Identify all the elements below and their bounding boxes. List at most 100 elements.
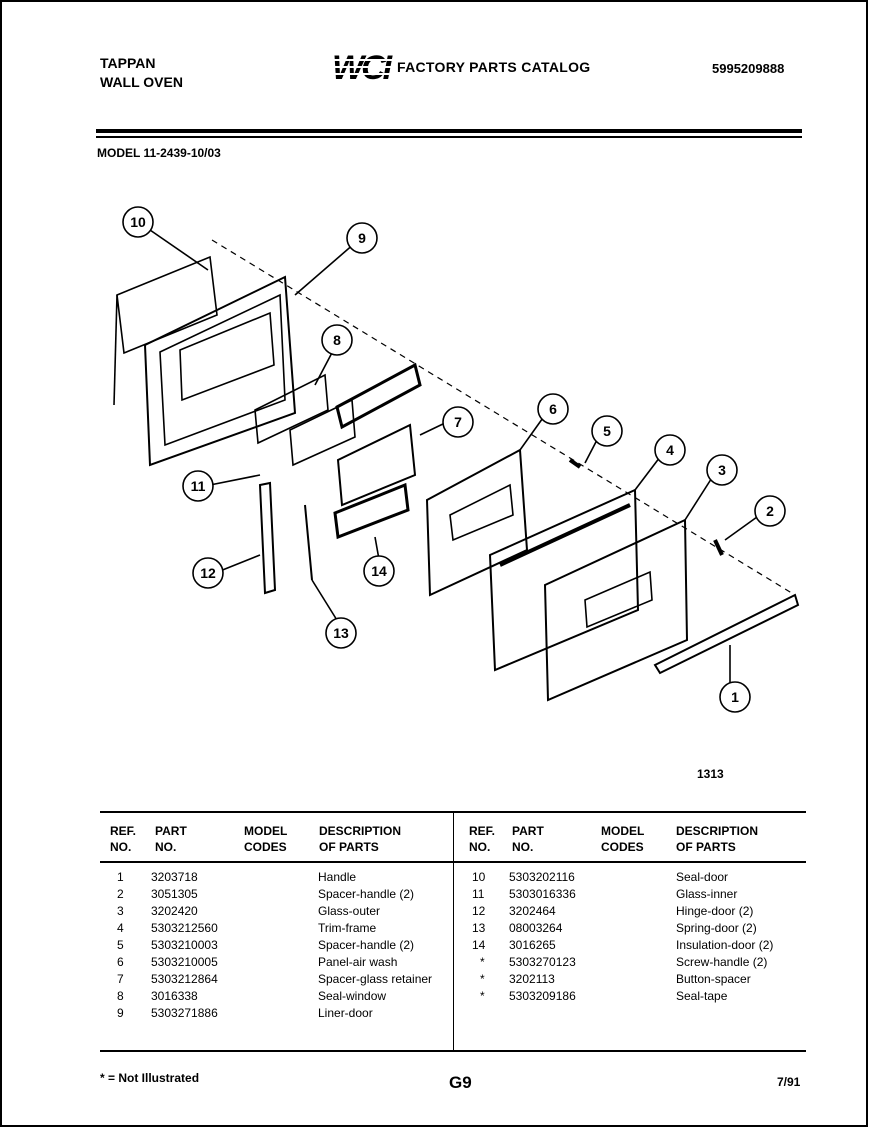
table-row-desc: Glass-outer xyxy=(318,904,381,918)
header-desc-right: DESCRIPTION OF PARTS xyxy=(676,823,758,855)
page-border xyxy=(0,0,868,1127)
glass-outer-part xyxy=(543,518,689,702)
table-row-part: 3202113 xyxy=(509,972,555,986)
table-row-desc: Liner-door xyxy=(318,1006,373,1020)
header-desc-line1: DESCRIPTION xyxy=(319,824,402,838)
table-row-desc: Spring-door (2) xyxy=(676,921,757,935)
callout-12: 12 xyxy=(200,565,216,581)
table-row-part: 5303210005 xyxy=(151,955,218,969)
table-row-desc: Trim-frame xyxy=(318,921,377,935)
figure-number: 1313 xyxy=(697,767,724,781)
right-desc-column: Seal-door Glass-inner Hinge-door (2) Spr… xyxy=(676,869,773,1005)
header-ref-line2: NO. xyxy=(110,840,132,854)
header-desc-line1: DESCRIPTION xyxy=(676,824,759,838)
catalog-number: 5995209888 xyxy=(712,61,785,76)
table-divider xyxy=(453,811,454,1052)
header-rule-top xyxy=(96,129,802,133)
callout-8: 8 xyxy=(333,332,341,348)
table-row-ref: 14 xyxy=(472,938,486,952)
not-illustrated-note: * = Not Illustrated xyxy=(100,1071,200,1085)
parts-table: REF. NO. PART NO. MODEL CODES DESCRIPTIO… xyxy=(100,811,806,1052)
table-row-ref: 7 xyxy=(117,972,124,986)
table-row-part: 5303212864 xyxy=(151,972,218,986)
header-rule-bottom xyxy=(96,136,802,138)
table-row-part: 5303202116 xyxy=(509,870,575,884)
header-part-line2: NO. xyxy=(155,840,177,854)
table-row-part: 3203718 xyxy=(151,870,198,884)
table-row-ref: 9 xyxy=(117,1006,124,1020)
table-row-part: 5303212560 xyxy=(151,921,218,935)
table-row-desc: Hinge-door (2) xyxy=(676,904,754,918)
header-model-left: MODEL CODES xyxy=(244,823,287,855)
header-part-line1: PART xyxy=(155,824,187,838)
table-row-desc: Spacer-handle (2) xyxy=(318,887,415,901)
header-part-right: PART NO. xyxy=(512,823,544,855)
insulation-top-part xyxy=(335,362,422,430)
page-number: G9 xyxy=(449,1073,472,1092)
seal-window-part xyxy=(254,373,329,445)
callout-5: 5 xyxy=(603,423,611,439)
header-part-line1: PART xyxy=(512,824,544,838)
header-ref-line2: NO. xyxy=(469,840,491,854)
table-row-part: 08003264 xyxy=(509,921,563,935)
table-row-desc: Button-spacer xyxy=(676,972,751,986)
table-row-desc: Spacer-glass retainer xyxy=(318,972,433,986)
table-row-part: 3051305 xyxy=(151,887,198,901)
table-row-ref: * xyxy=(480,972,485,986)
table-row-part: 5303270123 xyxy=(509,955,576,969)
callout-9: 9 xyxy=(358,230,366,246)
header-ref-right: REF. NO. xyxy=(469,823,495,855)
header-ref-line1: REF. xyxy=(110,824,137,838)
table-row-ref: * xyxy=(480,955,485,969)
table-row-part: 5303209186 xyxy=(509,989,576,1003)
spring-door-part xyxy=(304,504,313,581)
callout-3: 3 xyxy=(718,462,726,478)
left-ref-column: 1 2 3 4 5 6 7 8 9 xyxy=(117,869,124,1022)
table-row-part: 5303271886 xyxy=(151,1006,218,1020)
brand-name: TAPPAN xyxy=(100,55,156,71)
table-row-ref: 1 xyxy=(117,870,124,884)
callout-4: 4 xyxy=(666,442,674,458)
liner-door-part xyxy=(143,275,297,467)
product-type: WALL OVEN xyxy=(100,74,183,90)
table-row-ref: 2 xyxy=(117,887,124,901)
glass-inner-part xyxy=(289,398,356,467)
table-row-part: 3016338 xyxy=(151,989,198,1003)
table-row-ref: 3 xyxy=(117,904,124,918)
brand-block: TAPPAN WALL OVEN xyxy=(100,54,183,92)
table-row-desc: Glass-inner xyxy=(676,887,738,901)
left-part-column: 3203718 3051305 3202420 5303212560 53032… xyxy=(151,869,218,1022)
table-row-desc: Handle xyxy=(318,870,357,884)
table-row-ref: 12 xyxy=(472,904,486,918)
catalog-title: FACTORY PARTS CATALOG xyxy=(397,59,591,75)
table-row-ref: 10 xyxy=(472,870,486,884)
header-model-line2: CODES xyxy=(601,840,644,854)
header-model-line1: MODEL xyxy=(244,824,288,838)
header-model-right: MODEL CODES xyxy=(601,823,644,855)
table-row-part: 5303210003 xyxy=(151,938,218,952)
seal-door-part xyxy=(116,255,218,355)
table-row-part: 5303016336 xyxy=(509,887,576,901)
table-row-desc: Spacer-handle (2) xyxy=(318,938,415,952)
model-number: MODEL 11-2439-10/03 xyxy=(97,146,221,160)
catalog-date: 7/91 xyxy=(777,1075,801,1089)
hinge-door-part xyxy=(258,481,277,595)
trim-frame-part xyxy=(488,488,640,672)
header-part-line2: NO. xyxy=(512,840,534,854)
panel-air-wash-part xyxy=(425,448,529,597)
header-ref-left: REF. NO. xyxy=(110,823,136,855)
table-row-ref: 13 xyxy=(472,921,486,935)
header-model-line2: CODES xyxy=(244,840,287,854)
table-row-ref: 5 xyxy=(117,938,124,952)
table-row-ref: * xyxy=(480,989,485,1003)
callout-14: 14 xyxy=(371,563,387,579)
handle-part xyxy=(653,593,800,675)
insulation-bottom-part xyxy=(333,482,410,540)
header-desc-line2: OF PARTS xyxy=(319,840,379,854)
table-row-part: 3202464 xyxy=(509,904,556,918)
table-row-ref: 6 xyxy=(117,955,124,969)
table-row-desc: Seal-window xyxy=(318,989,387,1003)
table-row-desc: Panel-air wash xyxy=(318,955,398,969)
table-row-desc: Seal-door xyxy=(676,870,729,884)
table-row-desc: Seal-tape xyxy=(676,989,728,1003)
